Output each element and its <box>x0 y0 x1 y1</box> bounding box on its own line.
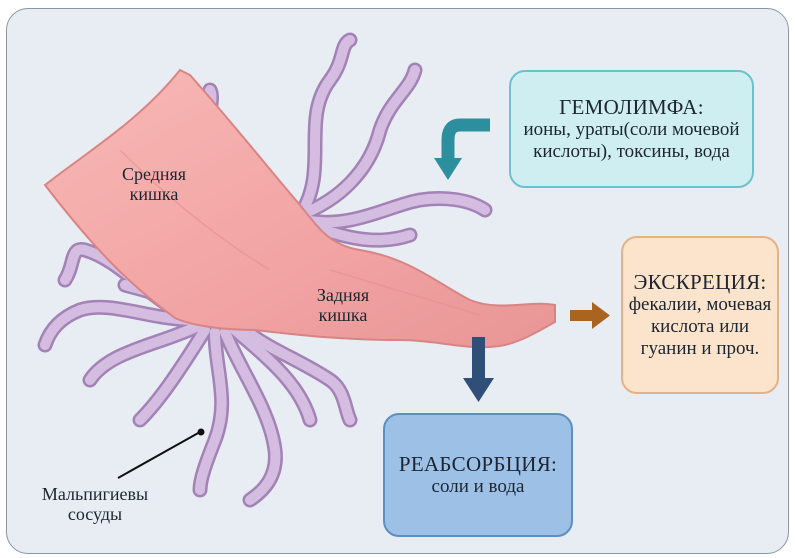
hemolymph-arrow <box>434 125 490 180</box>
excretion-box: ЭКСКРЕЦИЯ: фекалии, мочевая кислота или … <box>621 236 779 394</box>
hindgut-label: Задняя кишка <box>297 285 389 325</box>
excretion-arrow <box>570 302 610 329</box>
reabsorption-box: РЕАБСОРБЦИЯ: соли и вода <box>383 413 573 537</box>
hemolymph-text: ионы, ураты(соли мочевой кислоты), токси… <box>511 119 752 163</box>
hemolymph-box: ГЕМОЛИМФА: ионы, ураты(соли мочевой кисл… <box>509 70 754 188</box>
excretion-text: фекалии, мочевая кислота или гуанин и пр… <box>623 294 777 360</box>
hemolymph-title: ГЕМОЛИМФА: <box>559 95 704 119</box>
reabsorption-text: соли и вода <box>432 476 525 498</box>
reabsorption-title: РЕАБСОРБЦИЯ: <box>399 452 557 476</box>
excretion-title: ЭКСКРЕЦИЯ: <box>633 270 766 294</box>
midgut-label: Средняя кишка <box>104 164 204 204</box>
malpighian-pointer <box>118 429 205 479</box>
malpighian-label: Мальпигиевы сосуды <box>20 484 170 524</box>
